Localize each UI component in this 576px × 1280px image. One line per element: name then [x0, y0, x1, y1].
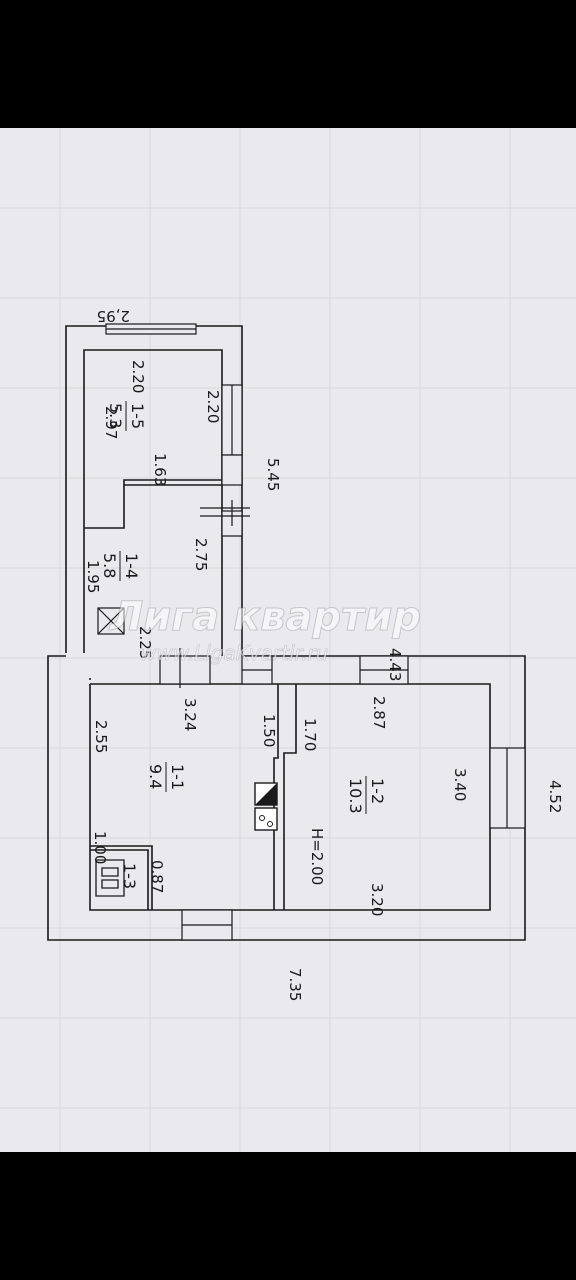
dim-1-4-c: 2.25 — [136, 626, 154, 659]
svg-text:1-5: 1-5 — [128, 403, 147, 429]
stove-icon — [254, 782, 278, 831]
room-1-3: 1-3 — [120, 863, 139, 889]
dim-1-5-c: 2.20 — [204, 390, 222, 423]
room-1-2: 1-2 10.3 — [346, 776, 387, 814]
dim-corridor: 4.43 — [386, 648, 404, 681]
dim-1-2-a: 2.87 — [370, 696, 388, 729]
dim-lower-height: 4.52 — [546, 780, 564, 813]
svg-text:10.3: 10.3 — [346, 778, 365, 814]
svg-text:5.3: 5.3 — [106, 403, 125, 428]
svg-text:5.8: 5.8 — [100, 553, 119, 578]
svg-text:1-2: 1-2 — [368, 778, 387, 804]
watermark-url: www.LigaKvartir.ru — [140, 641, 328, 665]
room-1-5: 1-5 5.3 — [106, 401, 147, 431]
room-1-1: 1-1 9.4 — [146, 762, 187, 792]
dim-1-1-c: 1.50 — [260, 714, 278, 747]
watermark-brand: Лига квартир — [109, 594, 421, 640]
svg-text:1-4: 1-4 — [122, 553, 141, 579]
dim-top-wing: 2,95 — [97, 307, 130, 325]
dim-1-4-b: 2.75 — [192, 538, 210, 571]
sink-icon — [97, 607, 125, 635]
svg-text:1-3: 1-3 — [120, 863, 139, 889]
paper-grid — [0, 128, 576, 1152]
dim-1-5-d: 1.63 — [151, 453, 169, 486]
room-labels: 1-5 5.3 1-4 5.8 1-1 9.4 1-2 10.3 1-3 — [100, 401, 387, 889]
toilet-icon — [95, 859, 125, 897]
dim-1-5-a: 2.97 — [102, 406, 120, 439]
dim-lower-width: 7.35 — [286, 968, 304, 1001]
floor-plan-photo: 2,95 5.45 7.35 4.52 4.43 2.97 2.20 2.20 … — [0, 128, 576, 1152]
room-1-4: 1-4 5.8 — [100, 551, 141, 581]
dim-1-2-b: 1.70 — [301, 718, 319, 751]
watermark: Лига квартир www.LigaKvartir.ru — [109, 594, 422, 666]
dim-1-2-c: 3.40 — [451, 768, 469, 801]
dimension-labels: 2,95 5.45 7.35 4.52 4.43 2.97 2.20 2.20 … — [84, 307, 564, 1001]
dim-1-1-a: 3.24 — [181, 698, 199, 731]
dim-1-2-height: H=2.00 — [308, 828, 326, 885]
dim-1-1-b: 2.55 — [92, 720, 110, 753]
dim-right-wing: 5.45 — [264, 458, 282, 491]
floor-plan-svg: 2,95 5.45 7.35 4.52 4.43 2.97 2.20 2.20 … — [0, 128, 576, 1152]
dim-1-3-a: 1.00 — [91, 831, 109, 864]
svg-text:9.4: 9.4 — [146, 764, 165, 789]
svg-text:1-1: 1-1 — [168, 764, 187, 790]
dim-1-3-b: 0.87 — [148, 860, 166, 893]
dim-1-5-b: 2.20 — [129, 360, 147, 393]
dimension-ticks — [179, 500, 250, 688]
dim-1-4-a: 1.95 — [84, 560, 102, 593]
dim-1-2-d: 3.20 — [368, 883, 386, 916]
